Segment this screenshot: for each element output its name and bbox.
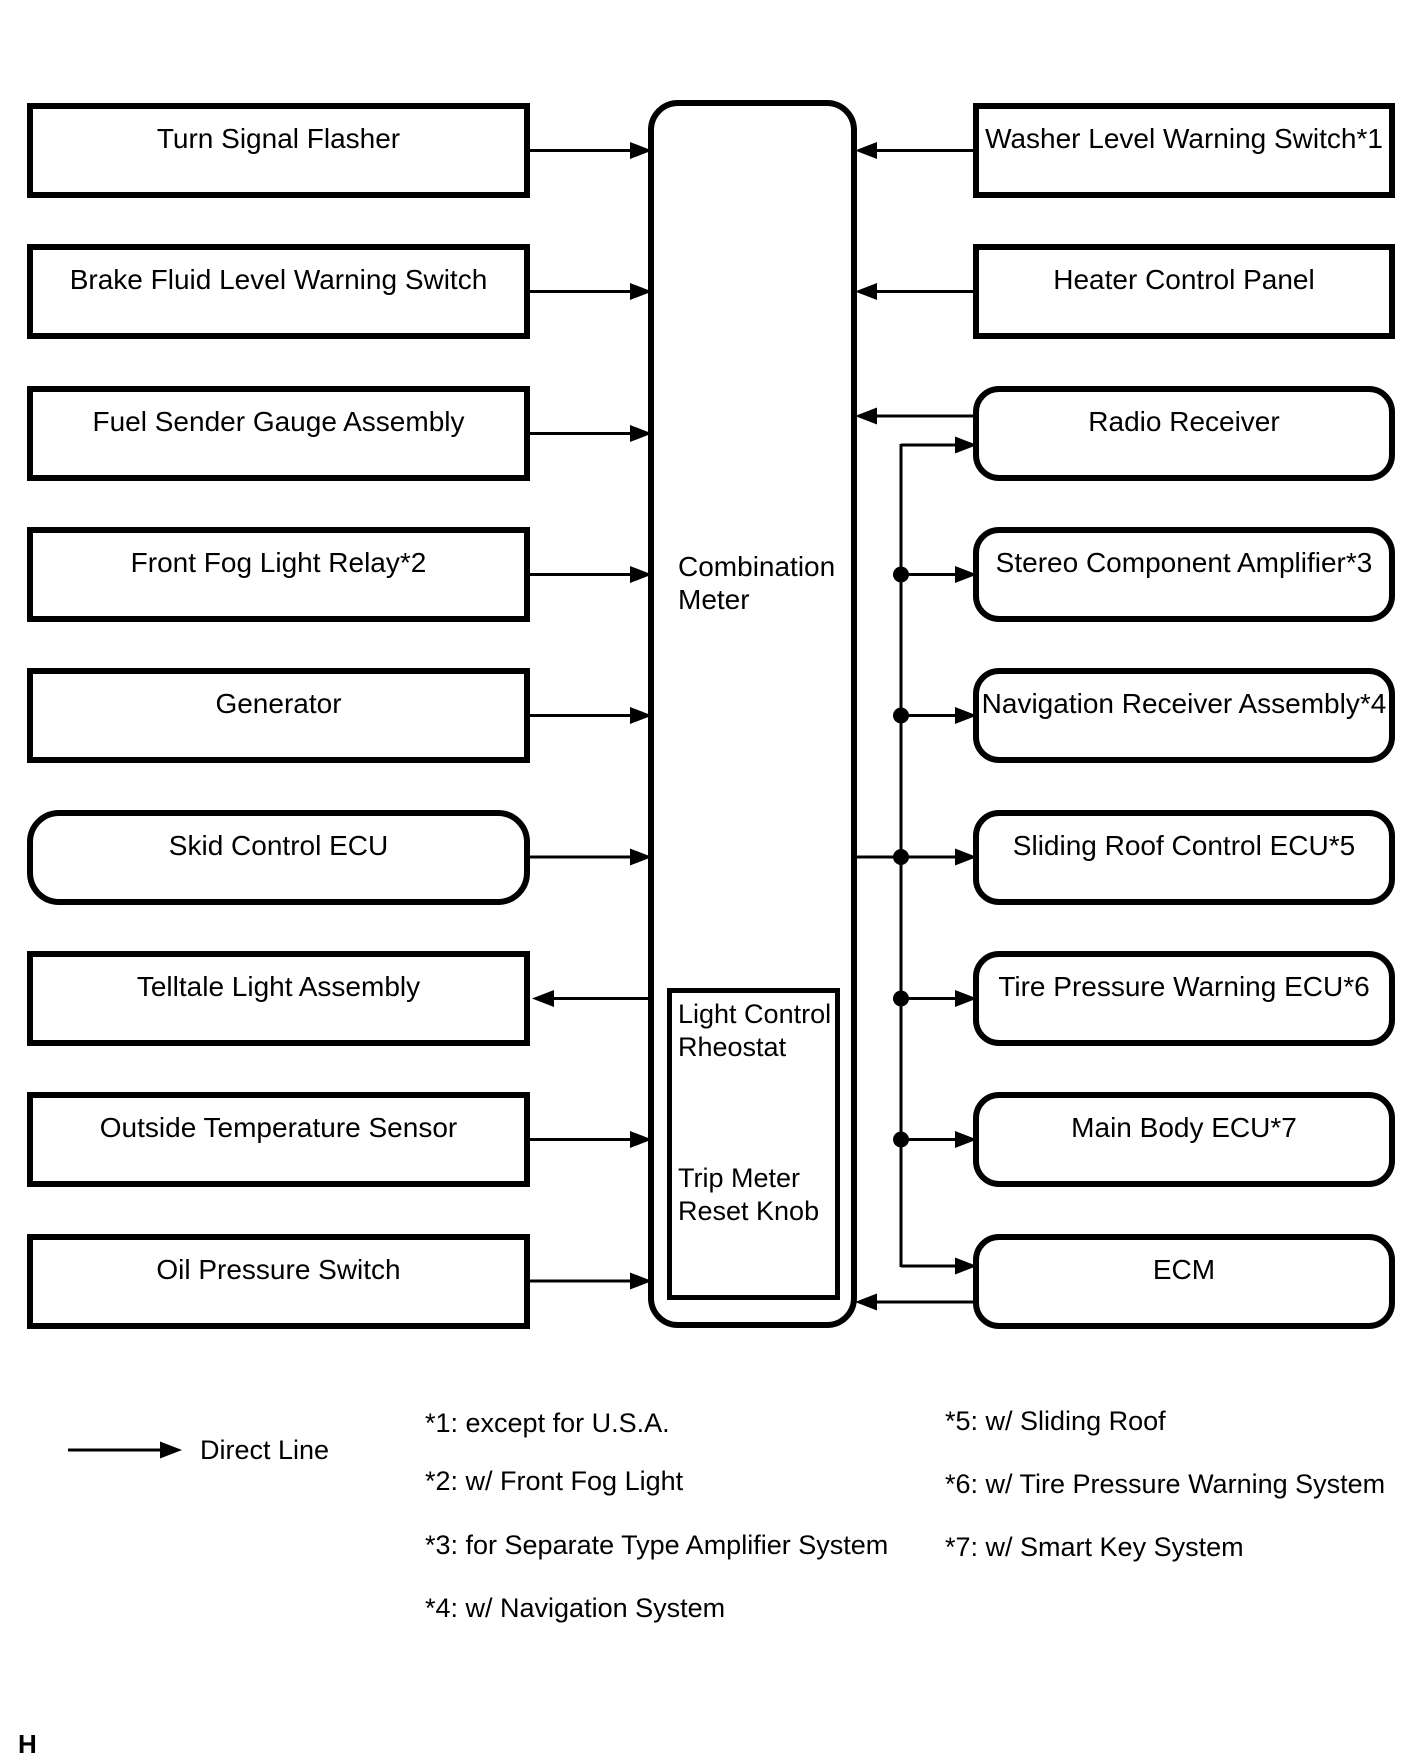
junction-dot: [893, 707, 909, 724]
footnote-6: *6: w/ Tire Pressure Warning System: [945, 1469, 1386, 1499]
page-marker: H: [18, 1729, 37, 1759]
node-radio-receiver: Radio Receiver: [973, 386, 1395, 481]
node-stereo-component-amplifier: Stereo Component Amplifier*3: [973, 527, 1395, 622]
arrowhead-icon: [855, 142, 877, 159]
footnote-2: *2: w/ Front Fog Light: [425, 1466, 684, 1496]
node-generator: Generator: [27, 668, 530, 763]
meter-inner-controls-box: [667, 988, 840, 1300]
arrowhead-icon: [855, 1293, 877, 1311]
arrowhead-icon: [532, 990, 554, 1007]
footnote-4: *4: w/ Navigation System: [425, 1593, 726, 1623]
footnote-3: *3: for Separate Type Amplifier System: [425, 1530, 889, 1560]
node-front-fog-light-relay: Front Fog Light Relay*2: [27, 527, 530, 622]
node-telltale-light-assembly: Telltale Light Assembly: [27, 951, 530, 1046]
node-outside-temperature-sensor: Outside Temperature Sensor: [27, 1092, 530, 1187]
node-navigation-receiver-assembly: Navigation Receiver Assembly*4: [973, 668, 1395, 763]
node-fuel-sender-gauge-assembly: Fuel Sender Gauge Assembly: [27, 386, 530, 481]
node-ecm: ECM: [973, 1234, 1395, 1329]
node-main-body-ecu: Main Body ECU*7: [973, 1092, 1395, 1187]
node-brake-fluid-level-warning-switch: Brake Fluid Level Warning Switch: [27, 244, 530, 339]
footnote-5: *5: w/ Sliding Roof: [945, 1406, 1166, 1436]
junction-dot: [893, 990, 909, 1007]
footnote-7: *7: w/ Smart Key System: [945, 1532, 1244, 1562]
junction-dot: [893, 849, 909, 865]
trip-meter-reset-knob-label: Trip Meter Reset Knob: [678, 1163, 820, 1226]
node-skid-control-ecu: Skid Control ECU: [27, 810, 530, 905]
node-turn-signal-flasher: Turn Signal Flasher: [27, 103, 530, 198]
junction-dot: [893, 1131, 909, 1148]
node-sliding-roof-control-ecu: Sliding Roof Control ECU*5: [973, 810, 1395, 905]
direct-line-legend-label: Direct Line: [200, 1435, 330, 1465]
light-control-rheostat-label: Light Control Rheostat: [678, 999, 832, 1062]
footnote-1: *1: except for U.S.A.: [425, 1408, 670, 1438]
combination-meter-label: Combination Meter: [678, 551, 836, 615]
node-tire-pressure-warning-ecu: Tire Pressure Warning ECU*6: [973, 951, 1395, 1046]
arrowhead-icon: [855, 283, 877, 300]
node-oil-pressure-switch: Oil Pressure Switch: [27, 1234, 530, 1329]
arrowhead-icon: [160, 1441, 182, 1459]
node-heater-control-panel: Heater Control Panel: [973, 244, 1395, 339]
junction-dot: [893, 566, 909, 583]
node-washer-level-warning-switch: Washer Level Warning Switch*1: [973, 103, 1395, 198]
arrowhead-icon: [855, 407, 877, 425]
